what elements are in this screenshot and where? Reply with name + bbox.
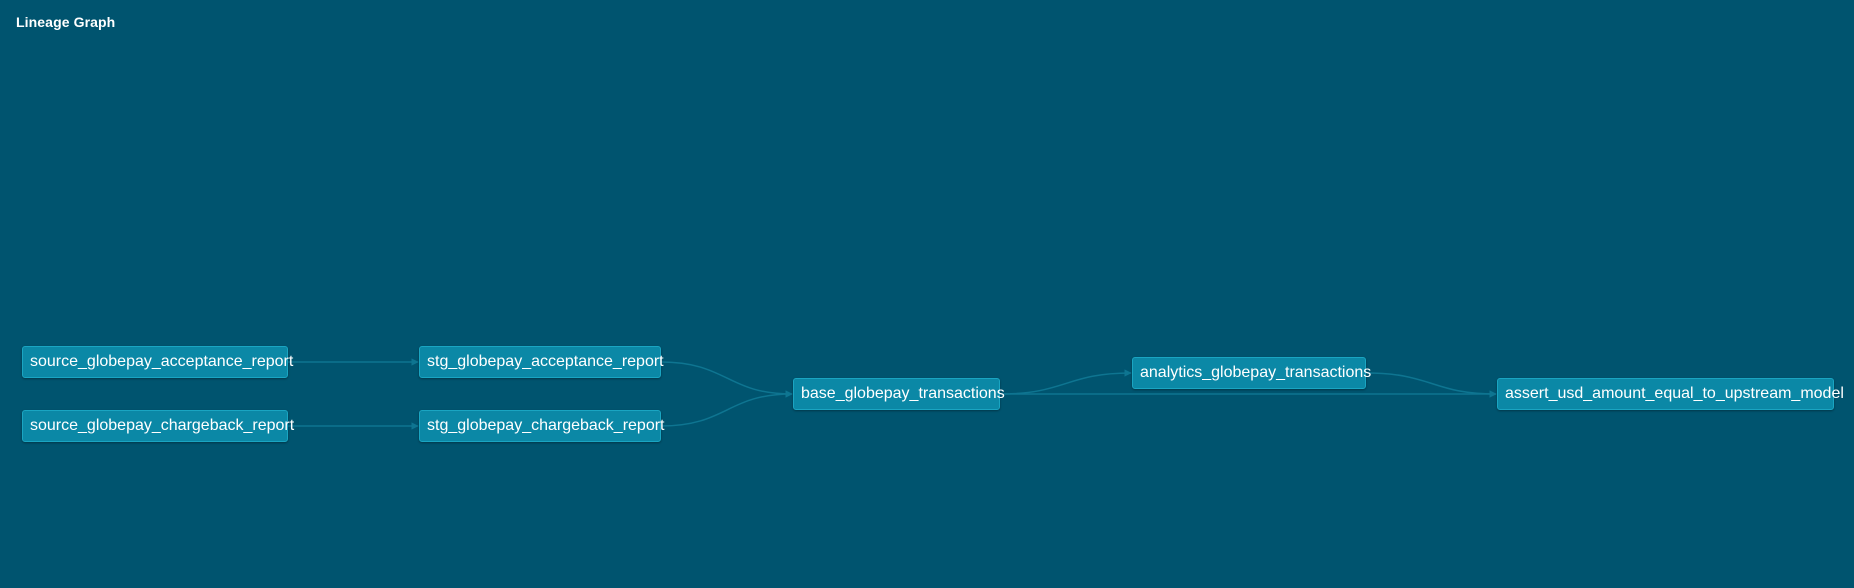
edge-analytics-to-assert <box>1365 372 1497 398</box>
edge-base-to-analytics <box>999 369 1132 395</box>
edge-stg-chargeback-to-base <box>660 390 793 427</box>
node-stg-globepay-chargeback-report[interactable]: stg_globepay_chargeback_report <box>419 410 665 442</box>
node-analytics-globepay-transactions[interactable]: analytics_globepay_transactions <box>1132 357 1371 389</box>
node-base-globepay-transactions[interactable]: base_globepay_transactions <box>793 378 1005 410</box>
panel-title: Lineage Graph <box>16 14 116 30</box>
node-source-globepay-acceptance-report[interactable]: source_globepay_acceptance_report <box>22 346 293 378</box>
node-source-globepay-chargeback-report[interactable]: source_globepay_chargeback_report <box>22 410 294 442</box>
node-stg-globepay-acceptance-report[interactable]: stg_globepay_acceptance_report <box>419 346 664 378</box>
edge-stg-acceptance-to-base <box>660 361 793 398</box>
node-assert-usd-amount-equal-to-upstream-model[interactable]: assert_usd_amount_equal_to_upstream_mode… <box>1497 378 1844 410</box>
